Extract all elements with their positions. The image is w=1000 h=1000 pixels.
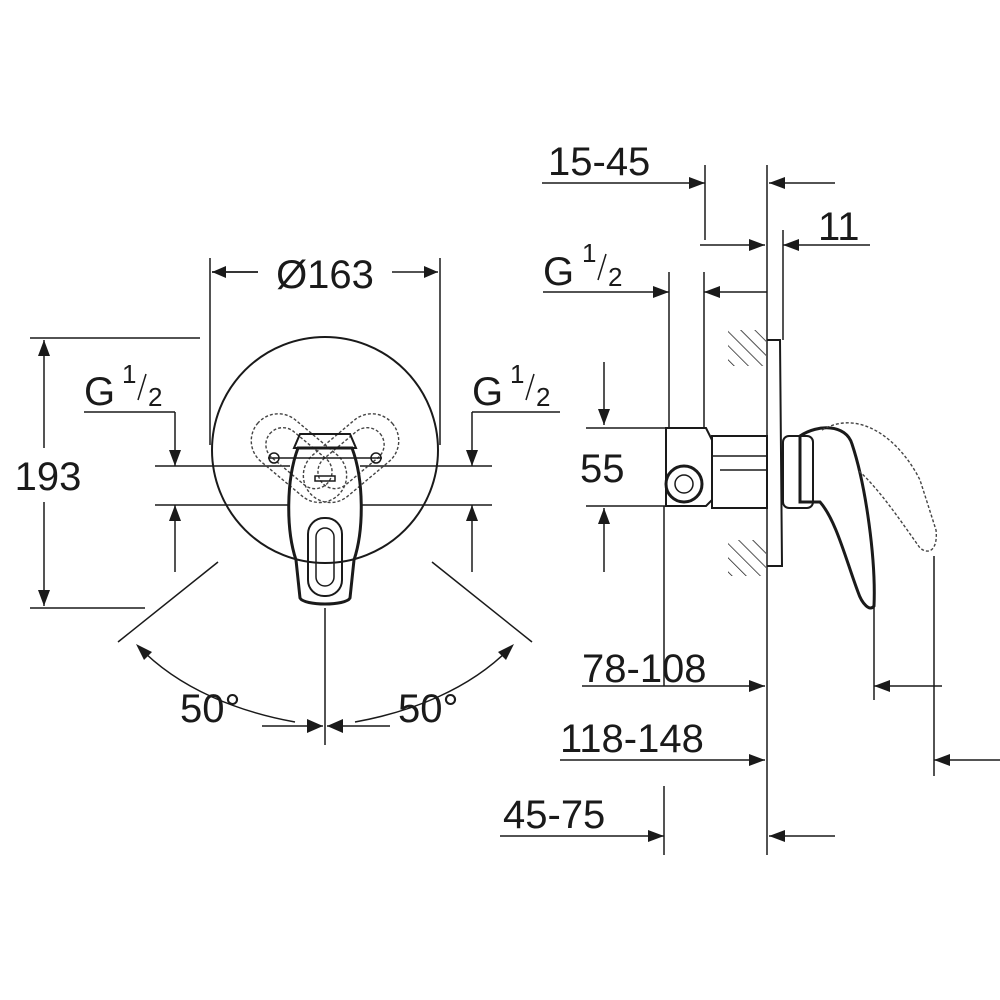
inlet-left-callout: G 1 2 [84,359,290,572]
dim-11-label: 11 [818,205,860,249]
inlet-left-num: 1 [122,359,136,389]
dim-11: 11 [700,205,870,340]
inlet-left-g: G [84,370,115,414]
dim-15-45: 15-45 [542,140,835,240]
inlet-right-callout: G 1 2 [360,359,560,572]
angle-left-dimension: 50° [117,561,323,733]
dim-118-148: 118-148 [560,556,1000,776]
angle-right-label: 50° [398,687,459,731]
dim-45-75-label: 45-75 [503,793,605,837]
dim-15-45-label: 15-45 [548,140,650,184]
wall-hatch-bottom [728,540,766,576]
escutcheon-plate [211,336,439,564]
inlet-left-den: 2 [148,382,162,412]
angle-right-dimension: 50° [327,561,533,733]
valve-body [664,427,814,509]
height-label: 193 [15,455,82,499]
inlet-side-callout: G 1 2 [543,238,767,428]
diameter-label: Ø163 [276,253,374,297]
diameter-dimension: Ø163 [209,253,441,445]
wall-hatch-top [728,330,766,366]
dim-118-148-label: 118-148 [560,717,704,761]
height-dimension: 193 [15,337,200,609]
angle-left-label: 50° [180,687,241,731]
inlet-side-den: 2 [608,262,622,292]
lever-ghost-left [250,413,348,504]
front-view: Ø163 193 G 1 2 G 1 [15,253,560,745]
dim-55: 55 [580,362,666,572]
lever-ghost-right [302,413,400,504]
inlet-side-num: 1 [582,238,596,268]
lever-handle [268,433,382,606]
inlet-right-den: 2 [536,382,550,412]
dim-45-75: 45-75 [500,786,835,855]
inlet-side-g: G [543,250,574,294]
inlet-right-num: 1 [510,359,524,389]
rosette-profile [767,339,784,567]
inlet-right-g: G [472,370,503,414]
dim-55-label: 55 [580,447,625,491]
dim-78-108-label: 78-108 [582,647,707,691]
dim-78-108: 78-108 [582,506,942,700]
lever-side-profile [798,422,937,610]
side-view: 15-45 11 G 1 2 [500,140,1000,855]
